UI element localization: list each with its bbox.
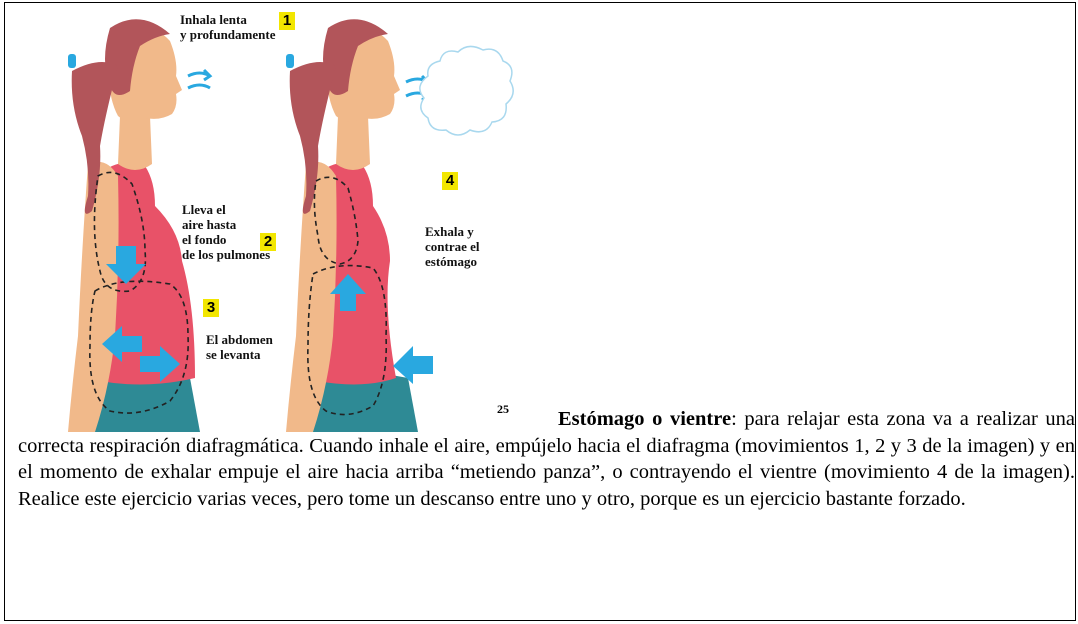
step-2-line-2: aire hasta xyxy=(182,217,237,232)
woman-inhaling xyxy=(68,19,213,432)
footnote-marker: 25 xyxy=(497,402,509,416)
step-1-line-2: y profundamente xyxy=(180,27,276,42)
step-number-3: 3 xyxy=(203,299,219,317)
step-4-label: Exhala y contrae el estómago xyxy=(425,224,480,269)
step-2-line-4: de los pulmones xyxy=(182,247,271,262)
step-2-line-3: el fondo xyxy=(182,232,227,247)
step-4-line-1: Exhala y xyxy=(425,224,474,239)
step-3-line-1: El abdomen xyxy=(206,332,273,347)
step-3-label: El abdomen se levanta xyxy=(206,332,273,362)
woman-exhaling xyxy=(286,19,514,432)
step-1-line-1: Inhala lenta xyxy=(180,12,247,27)
step-3-line-2: se levanta xyxy=(206,347,261,362)
paragraph-body: : para relajar esta zona va a realizar u… xyxy=(18,408,1076,510)
page-frame xyxy=(4,2,1076,621)
step-number-4: 4 xyxy=(442,172,458,190)
breathing-figures xyxy=(68,19,514,432)
step-2-line-1: Lleva el xyxy=(182,202,226,217)
step-4-line-2: contrae el xyxy=(425,239,480,254)
step-2-label: Lleva el aire hasta el fondo de los pulm… xyxy=(182,202,270,262)
paragraph-title: Estómago o vientre xyxy=(558,408,732,430)
step-number-2: 2 xyxy=(260,233,276,251)
step-number-1: 1 xyxy=(279,12,295,30)
step-4-line-3: estómago xyxy=(425,254,477,269)
breathing-illustration: 1 2 3 4 Inhala lenta y profundamente Lle… xyxy=(60,6,530,432)
body-paragraph: Estómago o vientre: para relajar esta zo… xyxy=(18,406,1075,512)
step-1-label: Inhala lenta y profundamente xyxy=(180,12,275,42)
